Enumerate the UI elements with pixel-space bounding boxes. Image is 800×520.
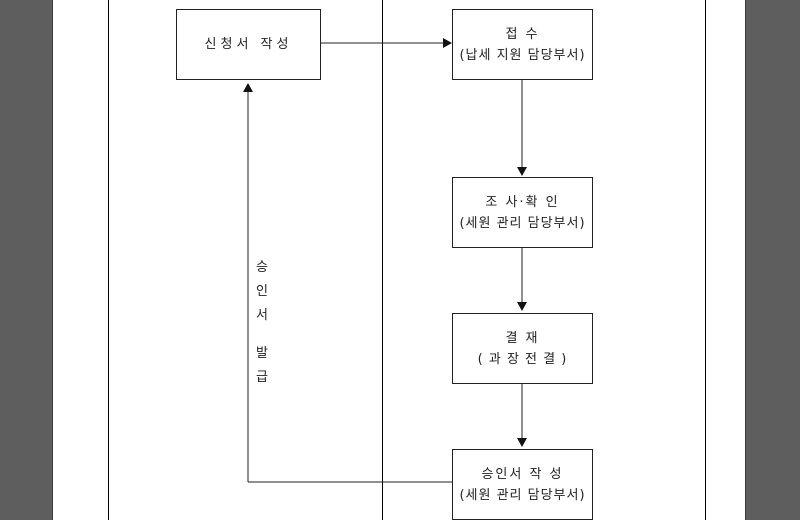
review-box-subtitle: (세원 관리 담당부서) — [459, 215, 586, 231]
issue-box: 승인서 작 성 (세원 관리 담당부서) — [452, 449, 593, 520]
review-box-title: 조 사·확 인 — [485, 194, 560, 210]
application-box-title: 신청서 작성 — [204, 37, 293, 52]
application-box: 신청서 작성 — [176, 9, 321, 80]
issue-box-subtitle: (세원 관리 담당부서) — [459, 487, 586, 503]
arrowhead-review — [517, 167, 527, 176]
document-page — [52, 0, 746, 520]
receipt-box: 접 수 (납세 지원 담당부서) — [452, 9, 593, 80]
arrowhead-application — [243, 83, 253, 92]
approval-box-subtitle: ( 과 장 전 결 ) — [477, 351, 568, 367]
review-box: 조 사·확 인 (세원 관리 담당부서) — [452, 177, 593, 248]
receipt-box-title: 접 수 — [505, 26, 540, 42]
return-label-char: 인 — [256, 284, 268, 299]
return-label-char: 승 — [256, 260, 268, 275]
arrowhead-issue — [517, 438, 527, 447]
arrowhead-approval — [517, 302, 527, 311]
return-path-label: 승 인 서 발 급 — [252, 256, 272, 390]
return-label-char: 발 — [256, 346, 268, 361]
frame-right-border — [705, 0, 706, 520]
return-label-char: 서 — [256, 308, 268, 323]
issue-box-title: 승인서 작 성 — [481, 466, 564, 482]
column-divider — [382, 0, 383, 520]
arrowhead-receipt — [443, 38, 452, 48]
approval-box-title: 결 재 — [505, 330, 540, 346]
receipt-box-subtitle: (납세 지원 담당부서) — [459, 47, 586, 63]
approval-box: 결 재 ( 과 장 전 결 ) — [452, 313, 593, 384]
frame-left-border — [108, 0, 109, 520]
return-label-char: 급 — [256, 370, 268, 385]
